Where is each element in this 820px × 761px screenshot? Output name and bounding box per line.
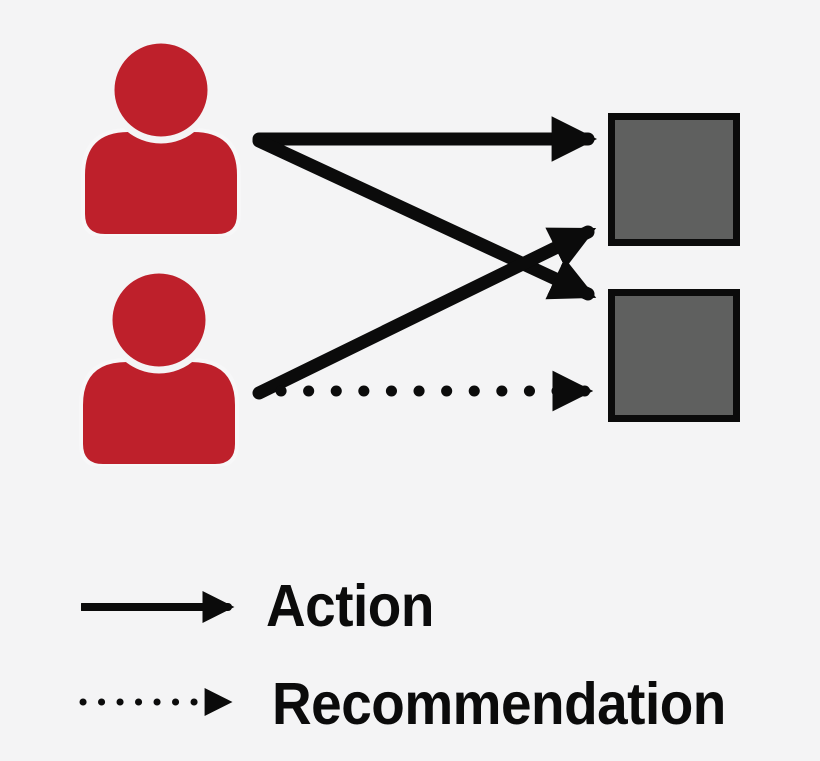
legend-action-arrow-icon [81,591,235,623]
user-2-head [105,266,213,374]
legend-recommendation-label: Recommendation [272,671,726,737]
item-box-1 [608,113,740,246]
item-box-2 [608,289,740,422]
user-icon-2 [79,266,239,466]
action-arrow-user1-item2 [252,134,597,301]
user-icon-1 [81,36,241,236]
legend-action-label: Action [266,573,434,639]
action-arrow-user2-item1 [252,225,597,400]
user-1-head [107,36,215,144]
user-2-body [79,358,239,466]
legend-recommendation-arrow-icon [79,688,233,716]
user-1-body [81,128,241,236]
